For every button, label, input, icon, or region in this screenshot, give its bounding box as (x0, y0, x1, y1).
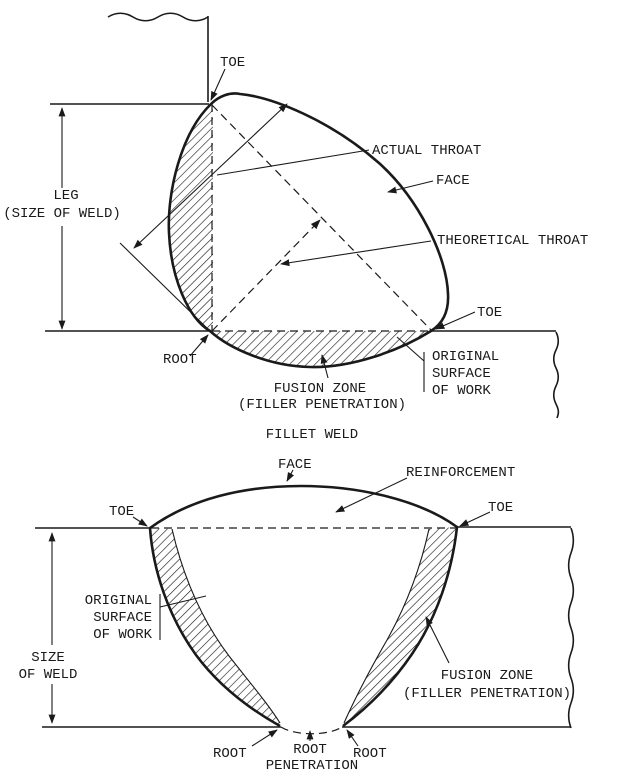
leg-label-line2: (SIZE OF WELD) (3, 206, 121, 222)
right-plate-torn-edge (552, 331, 560, 419)
left-groove-face (171, 528, 281, 724)
face-leader (286, 469, 295, 482)
hypotenuse-dashed-line (211, 104, 432, 331)
fusion-zone-label-line1: FUSION ZONE (441, 668, 533, 684)
right-groove-face (343, 528, 430, 724)
original-surface-label-line2: SURFACE (432, 366, 491, 382)
original-surface-leader (159, 595, 207, 608)
face-label: FACE (278, 457, 312, 473)
reinforcement-leader (335, 477, 408, 513)
original-surface-label-line3: OF WORK (432, 383, 491, 399)
actual-throat-label: ACTUAL THROAT (372, 143, 481, 159)
groove-weld-diagram: FACE REINFORCEMENT TOE TOE SIZE OF WELD … (19, 457, 575, 774)
size-label-line2: OF WELD (19, 667, 78, 683)
theoretical-throat-label: THEORETICAL THROAT (437, 233, 588, 249)
root-right-leader (346, 729, 359, 747)
fusion-zone-label-line2: (FILLER PENETRATION) (238, 397, 406, 413)
toe-left-label: TOE (109, 504, 134, 520)
original-surface-label-line1: ORIGINAL (85, 593, 152, 609)
root-extension-line (119, 242, 211, 332)
theoretical-throat-dashed-line (211, 219, 321, 332)
original-surface-leader (396, 336, 425, 362)
original-surface-label-line1: ORIGINAL (432, 349, 499, 365)
root-center-label-line1: ROOT (293, 742, 327, 758)
original-surface-label-line2: SURFACE (93, 610, 152, 626)
left-fusion-hatch (150, 528, 280, 726)
reinforcement-label: REINFORCEMENT (406, 465, 515, 481)
toe-top-leader (210, 68, 226, 101)
root-left-label: ROOT (213, 746, 247, 762)
actual-throat-leader (216, 149, 370, 176)
right-fusion-hatch (343, 527, 457, 726)
face-label: FACE (436, 173, 470, 189)
actual-throat-dimension-line (133, 103, 288, 249)
fillet-weld-caption: FILLET WELD (266, 427, 358, 443)
toe-left-leader (132, 516, 148, 527)
leg-label-line1: LEG (53, 188, 78, 204)
root-left-leader (251, 729, 278, 747)
original-surface-label-line3: OF WORK (93, 627, 152, 643)
fusion-zone-leader (320, 354, 329, 379)
toe-top-label: TOE (220, 55, 245, 71)
toe-right-label: TOE (477, 305, 502, 321)
theoretical-throat-leader (280, 240, 432, 267)
weld-outline (148, 484, 459, 728)
fillet-weld-diagram: TOE LEG (SIZE OF WELD) ACTUAL THROAT FAC… (3, 12, 588, 443)
fusion-zone-label-line2: (FILLER PENETRATION) (403, 686, 571, 702)
fusion-zone-leader (425, 616, 450, 664)
root-right-label: ROOT (353, 746, 387, 762)
root-center-label-line2: PENETRATION (266, 758, 358, 774)
right-plate-torn-edge (567, 527, 575, 729)
root-label: ROOT (163, 352, 197, 368)
root-leader (189, 334, 209, 357)
size-label-line1: SIZE (31, 650, 65, 666)
toe-right-leader (435, 311, 476, 330)
face-leader (387, 180, 434, 194)
toe-right-leader (459, 511, 491, 527)
fusion-zone-label-line1: FUSION ZONE (274, 381, 366, 397)
root-penetration-bulge (280, 726, 343, 735)
vertical-plate-torn-edge (107, 12, 209, 22)
toe-right-label: TOE (488, 500, 513, 516)
bottom-fusion-hatch (213, 331, 431, 368)
